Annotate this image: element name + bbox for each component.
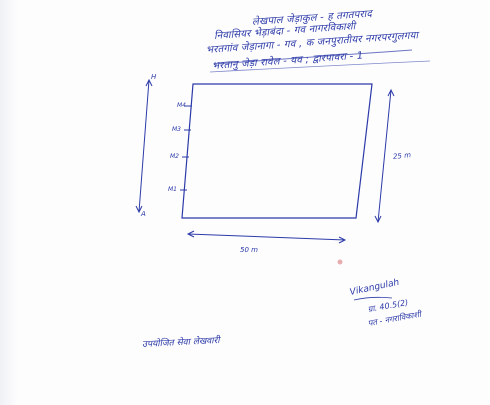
ink-mark: [337, 259, 343, 265]
tick-label-3: M3: [172, 126, 181, 133]
bottom-arrow-left: [186, 230, 195, 238]
tick-label-4: M4: [177, 102, 186, 109]
header-underline-1: [213, 49, 413, 65]
header-underline-2: [209, 60, 431, 73]
width-dimension-label: 50 m: [240, 246, 258, 254]
tick-label-1: M1: [168, 186, 177, 193]
right-arrow-bottom: [374, 215, 382, 224]
corner-label-top: H: [151, 73, 157, 81]
bottom-dimension-line: [187, 233, 346, 241]
signature-scribble: [353, 296, 393, 301]
corner-label-bottom: A: [141, 210, 146, 218]
left-arrow-top: [145, 78, 153, 87]
plot-boundary: [181, 83, 373, 219]
tick-label-2: M2: [170, 153, 179, 160]
right-arrow-top: [387, 88, 395, 97]
left-dimension-line: [138, 79, 150, 213]
bottom-arrow-right: [338, 236, 347, 244]
left-arrow-bottom: [135, 205, 143, 214]
right-dimension-line: [377, 89, 392, 223]
